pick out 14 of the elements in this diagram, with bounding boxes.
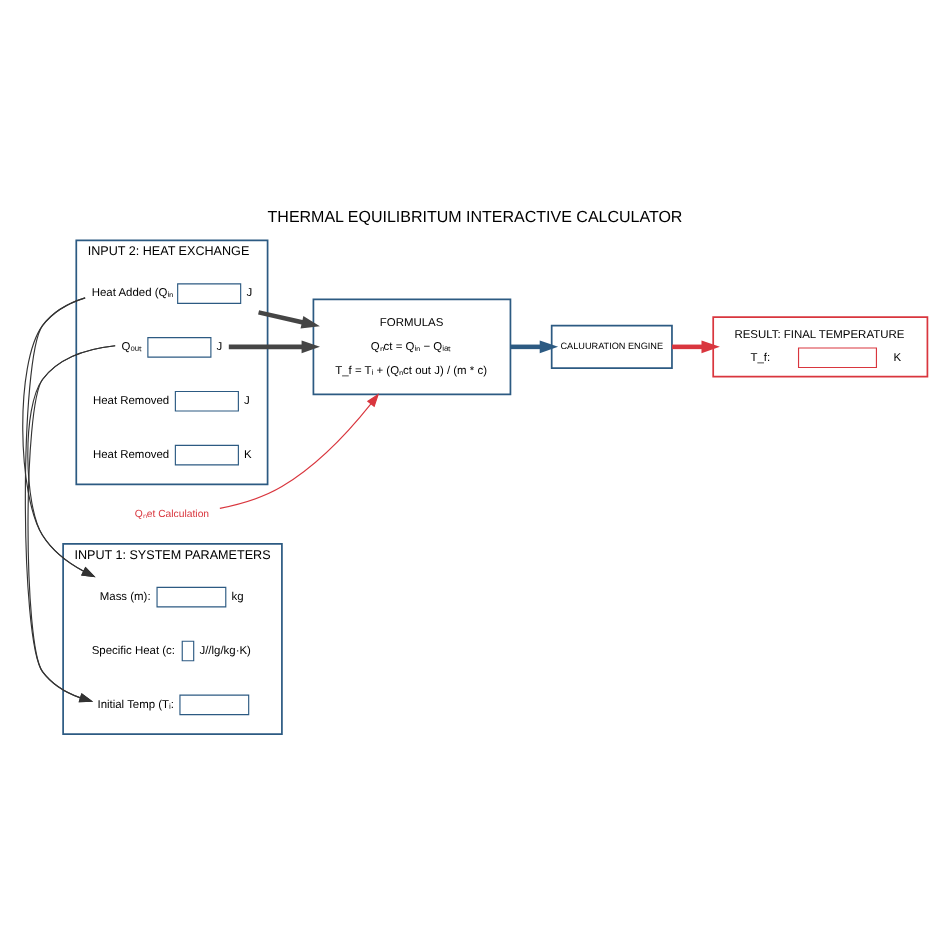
arrow [23,297,93,703]
node-box [173,390,238,412]
arrow [671,340,719,354]
arrow [227,340,319,354]
node-box [173,444,238,466]
node-box [146,337,211,358]
arrow [509,340,558,354]
node-box [180,640,194,662]
arrow [218,393,379,509]
node-box [155,586,226,608]
node-box [178,694,249,716]
arrow [26,345,115,703]
arrow [257,310,319,329]
node-box [176,283,241,304]
